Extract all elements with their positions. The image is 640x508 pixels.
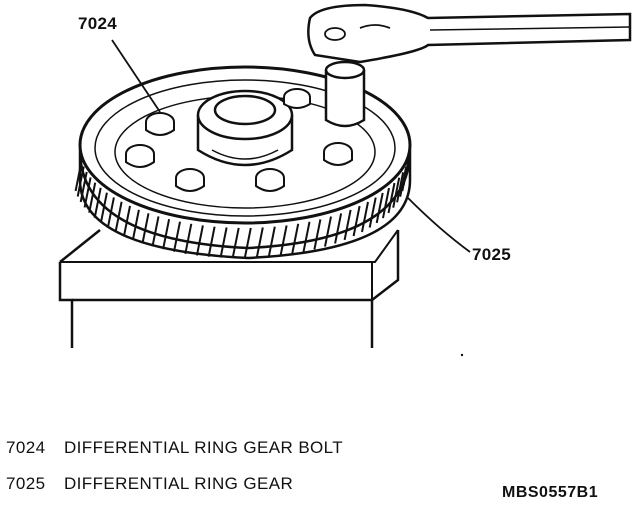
legend-number: 7024 xyxy=(6,438,46,457)
gear-tooth xyxy=(361,201,369,233)
gear-tooth xyxy=(219,227,228,258)
gear-tooth xyxy=(76,166,85,197)
legend-description: DIFFERENTIAL RING GEAR xyxy=(64,474,294,493)
legend-number: 7025 xyxy=(6,474,46,493)
gear-tooth xyxy=(243,227,252,259)
differential-hub xyxy=(196,89,294,167)
gear-tooth xyxy=(302,221,311,252)
gear-tooth xyxy=(79,171,88,203)
legend-description: DIFFERENTIAL RING GEAR BOLT xyxy=(64,438,344,457)
bolt xyxy=(323,142,353,166)
bolt xyxy=(145,112,175,136)
gear-tooth xyxy=(131,209,140,240)
gear-tooth xyxy=(83,177,92,208)
gear-tooth xyxy=(184,223,193,254)
gear-tooth xyxy=(207,226,216,257)
gear-tooth xyxy=(88,182,97,213)
gear-tooth xyxy=(334,213,343,244)
gear-tooth xyxy=(399,166,408,197)
gear-tooth xyxy=(195,225,204,256)
gear-tooth xyxy=(106,197,115,228)
gear-tooth xyxy=(141,213,150,244)
gear-tooth xyxy=(396,172,405,203)
gear-tooth xyxy=(267,226,276,257)
gear-tooth xyxy=(173,221,181,252)
gear-tooth xyxy=(93,187,102,218)
leader-7025 xyxy=(407,197,471,253)
ratchet-wrench xyxy=(307,3,632,128)
bolt xyxy=(125,144,155,168)
gear-tooth xyxy=(231,227,240,259)
gear-tooth xyxy=(387,182,396,214)
gear-tooth xyxy=(99,192,108,223)
gear-tooth xyxy=(279,225,288,256)
ring-gear-bolts xyxy=(125,88,353,192)
gear-tooth xyxy=(352,205,361,237)
bolt xyxy=(283,88,311,109)
gear-teeth xyxy=(74,155,411,259)
callout-gear-ref: 7025 xyxy=(472,245,512,264)
gear-tooth xyxy=(343,209,352,241)
ring-gear-diagram xyxy=(58,3,632,357)
gear-tooth xyxy=(313,219,322,250)
gear-tooth xyxy=(382,187,390,219)
leader-7024 xyxy=(111,39,161,113)
bolt xyxy=(255,168,285,192)
gear-tooth xyxy=(324,216,332,247)
housing xyxy=(58,229,400,348)
gear-tooth xyxy=(151,216,160,247)
legend-row: 7025 DIFFERENTIAL RING GEAR xyxy=(6,474,293,494)
leader-lines xyxy=(111,39,471,253)
gear-tooth xyxy=(291,223,300,254)
gear-tooth xyxy=(392,177,401,208)
legend-row: 7024 DIFFERENTIAL RING GEAR BOLT xyxy=(6,438,343,458)
callout-bolt-ref: 7024 xyxy=(78,14,118,33)
gear-tooth xyxy=(74,160,83,192)
gear-tooth xyxy=(123,205,131,237)
gear-tooth xyxy=(375,192,384,224)
gear-tooth xyxy=(255,227,264,258)
figure-id: MBS0557B1 xyxy=(502,484,599,501)
bolt xyxy=(175,168,205,192)
gear-tooth xyxy=(162,219,171,250)
gear-tooth xyxy=(114,201,123,232)
gear-tooth xyxy=(368,197,377,228)
